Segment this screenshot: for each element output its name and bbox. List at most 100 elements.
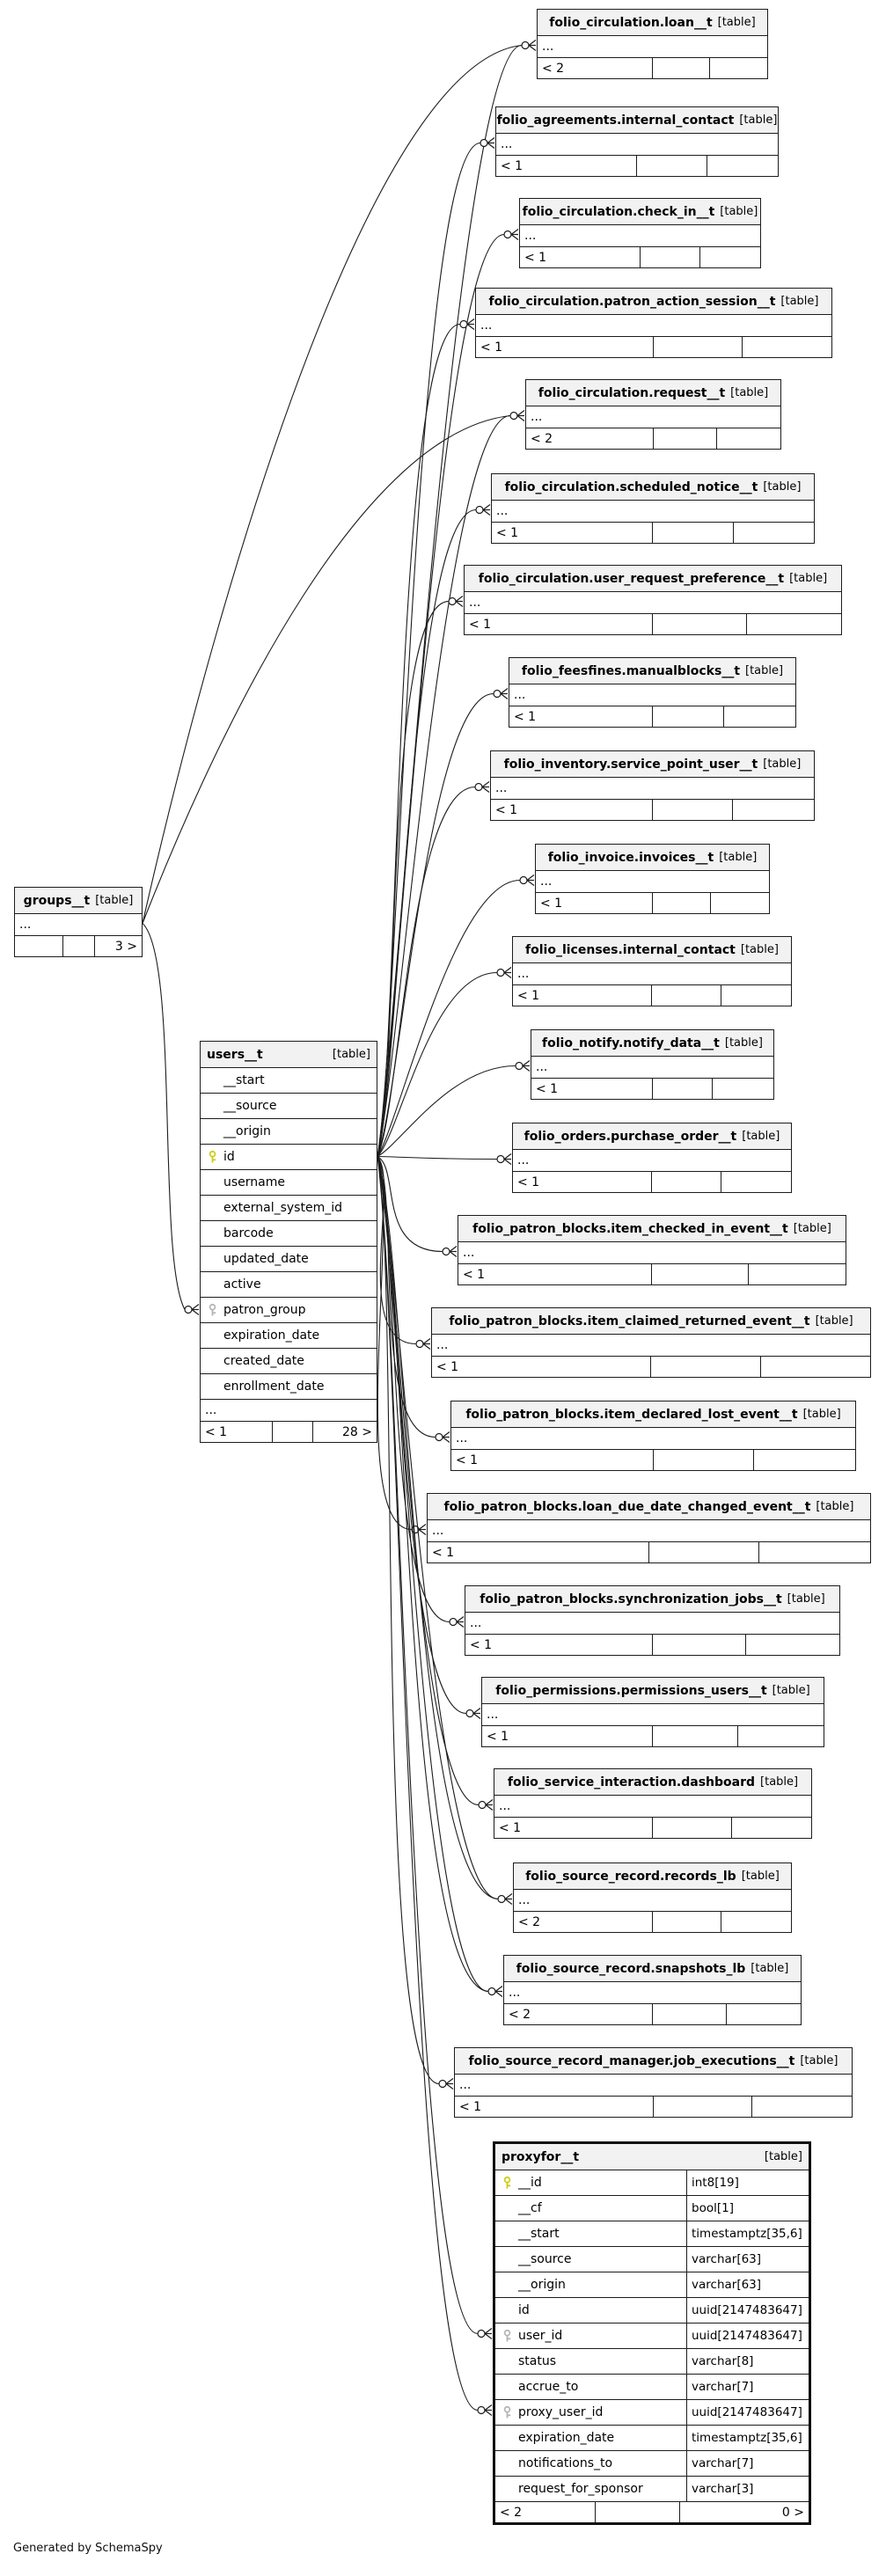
table-tag: [table] — [724, 1036, 763, 1050]
degree-footer: < 1 — [476, 337, 831, 357]
table-title-link[interactable]: folio_patron_blocks.loan_due_date_change… — [443, 1499, 811, 1514]
degree-footer: < 1 — [520, 247, 760, 267]
table-title-link[interactable]: folio_licenses.internal_contact — [525, 942, 736, 957]
table-title-link[interactable]: proxyfor__t — [502, 2149, 580, 2164]
footer-degree-mid — [654, 428, 717, 449]
ellipsis-row: ... — [509, 684, 795, 706]
table-header: folio_patron_blocks.item_claimed_returne… — [432, 1308, 870, 1335]
table-manualblocks_t: folio_feesfines.manualblocks__t[table]..… — [509, 657, 796, 728]
footer-degree-mid — [653, 893, 711, 913]
ellipsis-row: ... — [514, 1890, 791, 1912]
crowfoot-connector-icon — [435, 1431, 450, 1443]
column-name: updated_date — [223, 1252, 309, 1266]
table-loan_due_date_changed_event_t: folio_patron_blocks.loan_due_date_change… — [427, 1493, 871, 1563]
column-name: id — [223, 1150, 235, 1164]
table-title-link[interactable]: folio_patron_blocks.item_declared_lost_e… — [465, 1407, 798, 1422]
table-title-link[interactable]: folio_notify.notify_data__t — [542, 1036, 720, 1050]
footer-degree-mid — [653, 2004, 727, 2024]
footer-degree-parents — [710, 58, 767, 78]
table-header: folio_source_record.snapshots_lb[table] — [504, 1956, 801, 1982]
table-title-link[interactable]: folio_invoice.invoices__t — [547, 850, 714, 865]
ellipsis-row: ... — [482, 1704, 824, 1726]
degree-footer: < 1 — [465, 614, 841, 634]
table-title-link[interactable]: folio_permissions.permissions_users__t — [495, 1683, 767, 1698]
table-tag: [table] — [763, 480, 802, 494]
table-title-link[interactable]: folio_feesfines.manualblocks__t — [521, 663, 741, 678]
degree-footer: < 1 — [465, 1635, 839, 1655]
footer-degree-parents — [754, 1450, 855, 1470]
table-title-link[interactable]: folio_inventory.service_point_user__t — [503, 757, 758, 772]
table-title-link[interactable]: folio_circulation.scheduled_notice__t — [504, 479, 758, 494]
footer-degree-parents — [746, 1635, 839, 1655]
column-type: varchar[7] — [686, 2375, 809, 2399]
degree-footer: < 1 — [496, 156, 778, 176]
table-header: folio_notify.notify_data__t [table] — [531, 1030, 773, 1057]
table-title-link[interactable]: folio_circulation.check_in__t — [522, 204, 715, 219]
column-name: external_system_id — [223, 1201, 342, 1215]
crowfoot-connector-icon — [521, 40, 537, 51]
table-title-link[interactable]: folio_circulation.patron_action_session_… — [488, 294, 776, 309]
column-type: bool[1] — [686, 2196, 809, 2221]
table-job_executions_t: folio_source_record_manager.job_executio… — [454, 2047, 853, 2118]
table-header: folio_circulation.patron_action_session_… — [476, 289, 831, 315]
column-name: user_id — [518, 2329, 563, 2343]
table-header: folio_circulation.user_request_preferenc… — [465, 566, 841, 592]
table-title-link[interactable]: folio_circulation.loan__t — [549, 15, 713, 30]
table-title-link[interactable]: folio_source_record_manager.job_executio… — [468, 2053, 795, 2068]
table-header: folio_patron_blocks.synchronization_jobs… — [465, 1586, 839, 1613]
footer-degree-children: < 1 — [465, 614, 653, 634]
footer-degree-children: < 2 — [495, 2502, 596, 2522]
table-title-link[interactable]: folio_patron_blocks.item_claimed_returne… — [449, 1314, 810, 1328]
table-title-link[interactable]: folio_source_record.snapshots_lb — [516, 1961, 746, 1976]
crowfoot-connector-icon — [184, 1304, 200, 1315]
footer-degree-parents — [747, 614, 841, 634]
ellipsis-row: ... — [504, 1982, 801, 2004]
table-title-link[interactable]: folio_service_interaction.dashboard — [507, 1775, 756, 1789]
crowfoot-connector-icon — [448, 596, 464, 607]
column-row-expiration_date: expiration_date — [201, 1323, 377, 1349]
table-title-link[interactable]: folio_orders.purchase_order__t — [524, 1129, 737, 1144]
footer-degree-parents — [700, 247, 760, 267]
degree-footer: < 1 — [492, 523, 814, 543]
table-tag: [table] — [719, 851, 758, 864]
table-header: folio_agreements.internal_contact[table] — [496, 107, 778, 134]
footer-degree-mid — [653, 800, 734, 820]
table-purchase_order_t: folio_orders.purchase_order__t[table]...… — [512, 1123, 792, 1193]
column-type: uuid[2147483647] — [686, 2298, 809, 2323]
table-title-link[interactable]: folio_patron_blocks.item_checked_in_even… — [472, 1221, 788, 1236]
column-name: __cf — [518, 2201, 542, 2215]
ellipsis-row: ... — [491, 778, 814, 800]
table-header: folio_inventory.service_point_user__t[ta… — [491, 751, 814, 778]
table-title-link[interactable]: groups__t — [23, 893, 91, 908]
table-title-link[interactable]: users__t — [207, 1047, 263, 1062]
footer-degree-mid — [652, 1172, 721, 1192]
footer-degree-mid — [637, 156, 707, 176]
column-name: expiration_date — [518, 2431, 615, 2445]
column-type: timestamptz[35,6] — [686, 2221, 809, 2246]
footer-degree-mid — [653, 1818, 732, 1838]
table-title-link[interactable]: folio_circulation.user_request_preferenc… — [478, 571, 785, 586]
column-row-created_date: created_date — [201, 1349, 377, 1374]
table-title-link[interactable]: folio_agreements.internal_contact — [496, 113, 735, 128]
table-title-link[interactable]: folio_source_record.records_lb — [525, 1869, 736, 1884]
table-agreements_internal_contact: folio_agreements.internal_contact[table]… — [495, 106, 779, 177]
table-title-link[interactable]: folio_circulation.request__t — [538, 385, 726, 400]
primary-key-icon — [502, 2176, 512, 2190]
table-title-link[interactable]: folio_patron_blocks.synchronization_jobs… — [480, 1592, 782, 1606]
crowfoot-connector-icon — [493, 688, 509, 699]
crowfoot-connector-icon — [496, 1153, 512, 1165]
generated-by-note: Generated by SchemaSpy — [13, 2542, 163, 2555]
footer-degree-children: < 1 — [531, 1079, 653, 1099]
crowfoot-connector-icon — [519, 875, 535, 886]
column-name: __source — [518, 2252, 572, 2266]
table-loan_t: folio_circulation.loan__t[table]...< 2 — [537, 9, 768, 79]
ellipsis-row: ... — [538, 36, 767, 58]
footer-degree-parents — [752, 2097, 852, 2117]
footer-degree-children: < 1 — [536, 893, 653, 913]
crowfoot-connector-icon — [503, 229, 519, 240]
table-header: folio_circulation.check_in__t[table] — [520, 199, 760, 225]
column-type: int8[19] — [686, 2170, 809, 2195]
table-invoices_t: folio_invoice.invoices__t[table]...< 1 — [535, 844, 770, 914]
crowfoot-connector-icon — [438, 2078, 454, 2089]
